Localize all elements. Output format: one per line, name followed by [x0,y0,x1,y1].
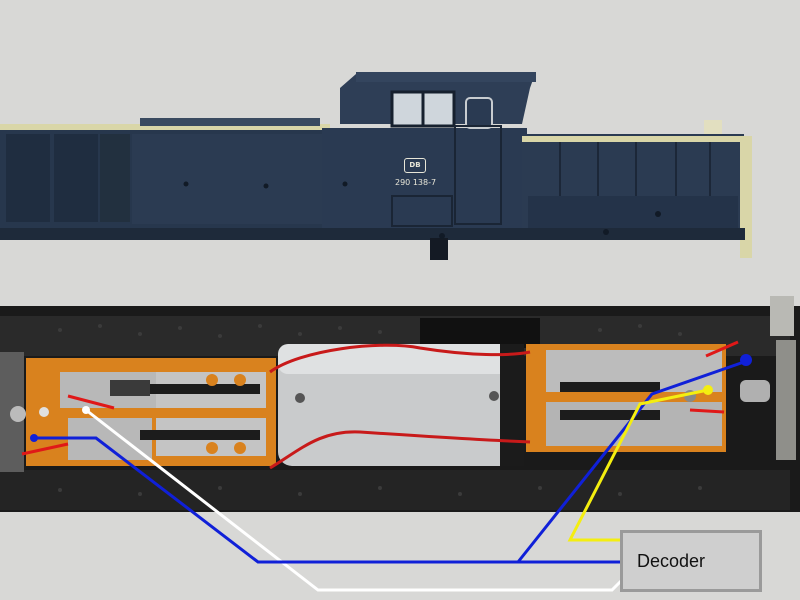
white-dot [82,406,90,414]
blue-wire-right [516,360,745,563]
blue-dot-right [740,354,752,366]
yellow-wire [567,388,709,542]
blue-dot-left [30,434,38,442]
wire-endpoints [30,354,752,442]
locomotive-number: 290 138-7 [395,178,437,187]
locomotive-body-shell [0,72,752,260]
red-mark-1 [67,394,115,410]
white-wire [85,408,624,592]
red-mark-4 [705,340,739,358]
motor [278,344,524,466]
yellow-dot [703,385,713,395]
wiring-diagram-lines [21,340,745,592]
blue-wire-left [34,436,620,564]
pcb-left [10,358,276,466]
db-logo: DB [404,158,426,173]
decoder-box: Decoder [620,530,762,592]
motor-red-wires [269,343,531,470]
red-mark-2 [21,442,69,456]
red-mark-3 [689,408,725,414]
decoder-label: Decoder [637,550,706,571]
